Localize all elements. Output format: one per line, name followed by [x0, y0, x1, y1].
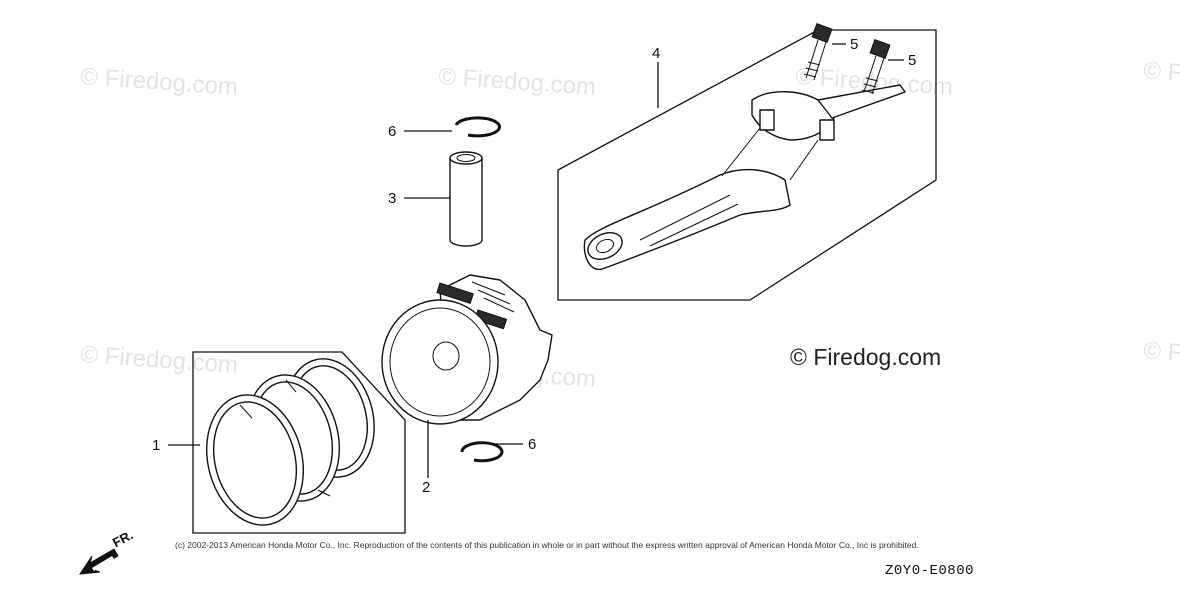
callout-6-lower[interactable]: 6	[528, 436, 536, 453]
piston-ring-grooves	[471, 281, 515, 313]
diagram-code: Z0Y0-E0800	[885, 563, 975, 579]
watermark-faint: © Firedog.com	[438, 63, 597, 101]
callout-4[interactable]: 4	[652, 45, 660, 62]
connecting-rod[interactable]	[557, 29, 937, 301]
pin-clip-upper-ring	[454, 116, 501, 138]
callout-5-left[interactable]: 5	[850, 36, 858, 53]
callout-3[interactable]: 3	[388, 190, 396, 207]
callout-2[interactable]: 2	[422, 479, 430, 496]
piston-crown-edge	[389, 307, 491, 417]
connecting-rod-small-end	[587, 232, 623, 260]
connecting-rod-bolt-right[interactable]	[861, 39, 891, 95]
connecting-rod-dipper	[817, 84, 906, 119]
piston[interactable]	[381, 274, 553, 425]
pin-clip-upper[interactable]	[454, 116, 501, 138]
piston-pin-end	[449, 151, 483, 165]
piston-ring-oil-inner	[212, 401, 298, 519]
connecting-rod-beam-ridge	[639, 194, 739, 247]
cap-bolt-boss	[759, 109, 775, 131]
pin-clip-lower[interactable]	[460, 441, 504, 463]
bolt-thread	[803, 61, 821, 78]
connecting-rod-body	[583, 168, 791, 271]
callout-5-right[interactable]: 5	[908, 52, 916, 69]
bolt-thread	[861, 77, 879, 94]
copyright-notice: (c) 2002-2013 American Honda Motor Co., …	[175, 540, 919, 550]
piston-ring-land	[436, 282, 474, 304]
watermark-faint: © Firedog.com	[80, 63, 239, 101]
bolt-shank	[805, 39, 827, 81]
connecting-rod-bolt-left[interactable]	[803, 23, 833, 81]
piston-ring-set[interactable]	[192, 349, 406, 535]
piston-pin-body	[449, 157, 483, 247]
ring-gap	[317, 489, 331, 497]
ring-gap	[239, 404, 253, 419]
ring-gap	[285, 379, 297, 393]
piston-pin-hole	[432, 341, 460, 371]
bolt-head	[811, 23, 833, 43]
callout-1[interactable]: 1	[152, 437, 160, 454]
connecting-rod-small-end-bore	[595, 238, 615, 254]
piston-ring-set-frame	[192, 351, 406, 534]
cap-bolt-boss	[819, 119, 835, 141]
callout-6-upper[interactable]: 6	[388, 123, 396, 140]
bolt-head	[869, 39, 891, 59]
piston-pin-bore	[456, 154, 476, 162]
watermark-faint: © Firedog.com	[1143, 337, 1180, 375]
front-direction-arrow-icon	[78, 548, 119, 575]
piston-pin[interactable]	[449, 151, 483, 247]
bolt-shank	[863, 55, 885, 95]
watermark-faint: © Firedog.com	[1143, 57, 1180, 95]
piston-crown	[381, 299, 499, 425]
pin-clip-lower-ring	[460, 441, 504, 463]
watermark-faint: © Firedog.com	[80, 341, 239, 379]
assembly-guide-lines	[721, 127, 819, 181]
watermark-main: © Firedog.com	[790, 344, 942, 370]
